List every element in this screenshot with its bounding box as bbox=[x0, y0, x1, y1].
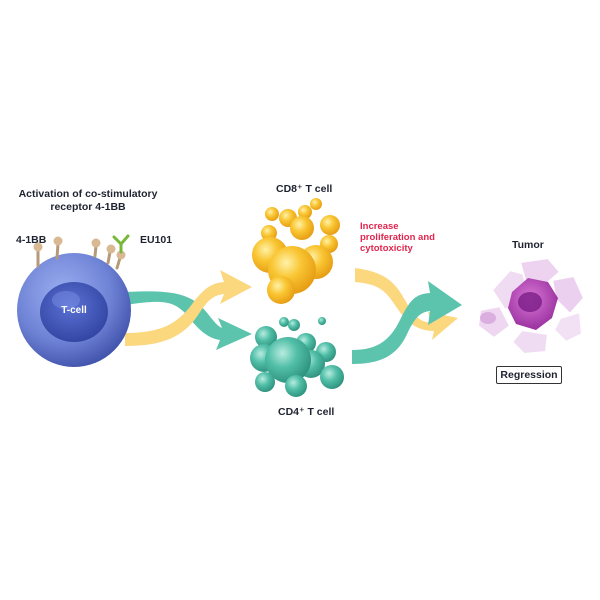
arrow-cd4-to-tumor bbox=[352, 281, 462, 364]
drug-label: EU101 bbox=[140, 234, 173, 246]
receptor-4-1bb-icon bbox=[33, 236, 126, 270]
arrow-tcell-to-cd8 bbox=[125, 270, 252, 346]
receptor-label: 4-1BB bbox=[16, 234, 47, 246]
eu101-antibody-icon bbox=[112, 234, 130, 254]
t-cell bbox=[17, 253, 131, 367]
cd8-cell-cluster bbox=[252, 198, 340, 304]
tumor-label: Tumor bbox=[512, 239, 544, 251]
cd4-cell-cluster bbox=[250, 317, 344, 397]
cd4-label: CD4⁺ T cell bbox=[278, 406, 335, 418]
title: Activation of co-stimulatory receptor 4-… bbox=[18, 188, 158, 213]
tumor-cells bbox=[476, 256, 586, 356]
regression-box: Regression bbox=[496, 366, 562, 384]
effect-label: Increase proliferation and cytotoxicity bbox=[360, 221, 435, 254]
t-cell-label: T-cell bbox=[61, 305, 87, 316]
arrow-tcell-to-cd4 bbox=[125, 291, 252, 350]
regression-label: Regression bbox=[500, 369, 558, 381]
cd8-label: CD8⁺ T cell bbox=[276, 183, 333, 195]
